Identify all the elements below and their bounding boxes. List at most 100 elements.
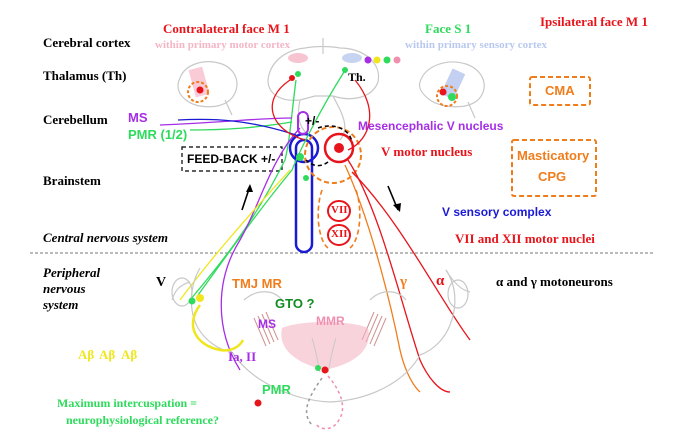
- path-red-alpha: [347, 159, 451, 393]
- label-face-s1: Face S 1: [425, 21, 472, 36]
- left-brain-cma-ring: [187, 81, 209, 103]
- label-tmj-mr: TMJ MR: [232, 276, 282, 291]
- label-within-sensory: within primary sensory cortex: [405, 39, 548, 51]
- label-brainstem: Brainstem: [43, 173, 101, 188]
- path-red-to-face: [351, 171, 471, 341]
- pmr-green-dot: [315, 365, 321, 371]
- label-ia-ii: Ia, II: [228, 349, 257, 364]
- dot-pink: [393, 56, 401, 64]
- label-masticatory: Masticatory: [517, 148, 590, 163]
- mmr-shaded-area: [281, 322, 369, 370]
- pmr-red-dot: [321, 366, 329, 374]
- pmr-dashed-pink: [315, 375, 344, 430]
- pmr-dashed-gray: [305, 377, 323, 426]
- mesencephalic-purple-column: [297, 111, 309, 135]
- label-cns: Central nervous system: [43, 230, 168, 245]
- cortex-green-dot: [295, 71, 301, 77]
- label-pns-1: Peripheral: [43, 265, 101, 280]
- right-mini-brain: [418, 61, 485, 119]
- path-green-ascending: [189, 79, 297, 301]
- masticatory-cpg-box: [511, 139, 597, 197]
- pathways: [159, 71, 471, 393]
- intercuspation-red-dot: [254, 399, 262, 407]
- label-pns-3: system: [43, 297, 79, 312]
- label-v-motor: V motor nucleus: [381, 144, 473, 159]
- dot-purple: [364, 56, 372, 64]
- label-gamma: γ: [400, 274, 408, 290]
- label-cerebral-cortex: Cerebral cortex: [43, 35, 131, 50]
- dot-yellow: [373, 56, 381, 64]
- label-xii: XII: [331, 228, 348, 240]
- descending-arrowhead: [393, 203, 401, 212]
- label-alpha: α: [436, 273, 445, 289]
- label-abeta-1: Aβ: [78, 347, 95, 362]
- cortex-red-dot: [289, 75, 295, 81]
- brainstem-green-node-2: [303, 175, 309, 181]
- label-within-motor: within primary motor cortex: [155, 39, 291, 51]
- label-max-intercusp-1: Maximum intercuspation =: [57, 396, 197, 410]
- left-brain-red-dot: [196, 86, 204, 94]
- label-pns-2: nervous: [43, 281, 86, 296]
- feedback-box: [181, 146, 283, 172]
- right-brain-red-dot: [439, 88, 447, 96]
- label-cma: CMA: [545, 83, 575, 98]
- face-outline: [171, 267, 471, 403]
- ascending-arrowhead: [246, 184, 253, 192]
- label-ms-periphery: MS: [258, 317, 276, 331]
- right-brain-cma-ring: [436, 85, 458, 107]
- tmj-green-node: [188, 297, 196, 305]
- orange-cpg-column: [317, 189, 361, 249]
- label-abeta-3: Aβ: [121, 347, 138, 362]
- vii-nucleus: [327, 200, 351, 222]
- label-th: Th.: [348, 70, 366, 84]
- right-brain-green-dot: [448, 93, 456, 101]
- label-vii: VII: [331, 204, 348, 216]
- path-red-descending-right: [347, 79, 371, 151]
- label-mesencephalic: Mesencephalic V nucleus: [358, 119, 504, 133]
- label-pmr-half: PMR (1/2): [128, 127, 188, 142]
- label-ms-cerebellum: MS: [128, 110, 148, 125]
- label-v-sensory: V sensory complex: [442, 205, 552, 219]
- path-green-ascending-2: [197, 71, 345, 296]
- label-thalamus: Thalamus (Th): [43, 68, 127, 83]
- masticatory-cpg-ring: [304, 126, 362, 184]
- label-plus-minus: +/-: [305, 114, 320, 128]
- cortex-green-dot-right: [342, 67, 348, 73]
- label-gto: GTO ?: [275, 296, 315, 311]
- label-cerebellum: Cerebellum: [43, 112, 108, 127]
- tmj-arc: [243, 291, 283, 301]
- label-ipsilateral-m1: Ipsilateral face M 1: [540, 14, 648, 29]
- label-contralateral-m1: Contralateral face M 1: [163, 21, 290, 36]
- label-v-nerve: V: [156, 275, 167, 290]
- path-green-cerebellum: [189, 121, 293, 131]
- brainstem-blue-ring: [288, 132, 320, 164]
- cortex-sensory-area: [342, 53, 362, 63]
- v-motor-nucleus-dot: [334, 143, 344, 153]
- feedback-loop-arc-lower: [305, 159, 329, 167]
- label-abeta-2: Aβ: [99, 347, 116, 362]
- left-mini-brain: [177, 61, 238, 116]
- xii-nucleus: [327, 224, 351, 246]
- label-max-intercusp-2: neurophysiological reference?: [66, 413, 219, 427]
- label-pmr-periphery: PMR: [262, 382, 291, 397]
- feedback-loop-arc: [317, 125, 353, 143]
- path-blue-cerebellum: [177, 118, 297, 136]
- yellow-loop: [191, 304, 245, 352]
- label-mmr: MMR: [316, 314, 345, 328]
- masseter-arc-right: [369, 291, 407, 301]
- left-masseter-muscle: [253, 311, 279, 347]
- path-purple-cerebellum: [159, 117, 293, 126]
- label-motoneurons: α and γ motoneurons: [496, 274, 613, 289]
- label-vii-xii-nuclei: VII and XII motor nuclei: [455, 231, 595, 246]
- left-ear: [171, 277, 193, 307]
- path-purple-ms: [220, 127, 301, 371]
- path-red-descending-left: [271, 79, 306, 141]
- label-cpg: CPG: [538, 169, 567, 184]
- right-brain-blue-band: [440, 68, 466, 100]
- tmj-yellow-node: [196, 294, 204, 302]
- right-ear: [447, 279, 469, 309]
- cma-box: [529, 76, 591, 106]
- dot-green: [383, 56, 391, 64]
